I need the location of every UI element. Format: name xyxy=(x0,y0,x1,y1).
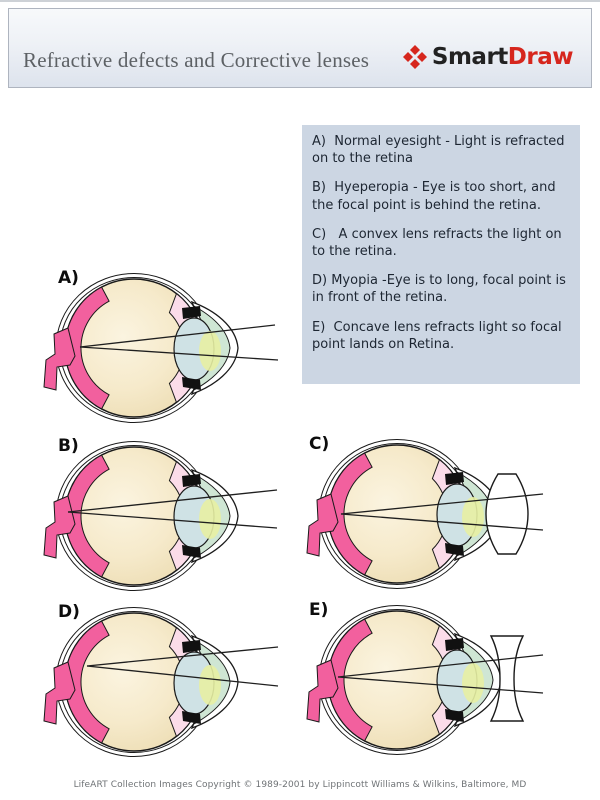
diagram-convex-lens-eye: C) xyxy=(305,434,550,594)
diagram-label: B) xyxy=(58,436,79,456)
eye-illustration xyxy=(43,272,279,424)
diamond-cluster-icon xyxy=(402,45,427,69)
legend-item-d: D) Myopia -Eye is to long, focal point i… xyxy=(312,273,570,306)
legend-item-a: A) Normal eyesight - Light is refracted … xyxy=(312,134,569,167)
diagram-concave-lens-eye: E) xyxy=(305,600,550,760)
eye-illustration xyxy=(306,438,544,590)
concave-corrective-lens xyxy=(489,635,525,722)
diagram-label: C) xyxy=(309,434,330,454)
logo-text-draw: Draw xyxy=(507,43,574,70)
light-ray xyxy=(86,646,279,667)
convex-corrective-lens xyxy=(485,473,529,555)
page-title: Refractive defects and Corrective lenses xyxy=(23,48,370,72)
legend-item-e: E) Concave lens refracts light so focal … xyxy=(312,319,566,352)
eye-illustration xyxy=(43,606,279,758)
logo-text: SmartDraw xyxy=(431,43,574,70)
diagram-myopia-eye: D) xyxy=(42,602,287,762)
logo-text-smart: Smart xyxy=(431,43,508,70)
legend-item-c: C) A convex lens refracts the light on t… xyxy=(312,226,566,260)
eye-illustration xyxy=(43,440,278,592)
header: Refractive defects and Corrective lenses… xyxy=(8,8,592,88)
eye-illustration xyxy=(306,604,544,756)
light-ray xyxy=(67,489,278,513)
light-ray xyxy=(337,654,544,678)
copyright-footer: LifeART Collection Images Copyright © 19… xyxy=(73,780,527,790)
smartdraw-logo: SmartDraw xyxy=(402,43,574,70)
light-ray xyxy=(337,676,544,694)
page-top-border xyxy=(0,0,600,2)
diagram-label: D) xyxy=(58,602,80,622)
legend-box: A) Normal eyesight - Light is refracted … xyxy=(302,125,580,384)
light-ray xyxy=(67,511,278,529)
diagram-label: A) xyxy=(58,268,79,288)
light-ray xyxy=(340,513,544,531)
light-ray xyxy=(340,493,544,515)
diagram-hyperopia-eye: B) xyxy=(42,436,287,596)
diagram-normal-eye: A) xyxy=(42,268,287,428)
legend-item-b: B) Hyeperopia - Eye is too short, and th… xyxy=(312,180,560,213)
light-ray xyxy=(86,665,279,687)
light-ray xyxy=(79,346,279,361)
light-ray xyxy=(79,324,276,348)
diagram-label: E) xyxy=(309,600,329,620)
